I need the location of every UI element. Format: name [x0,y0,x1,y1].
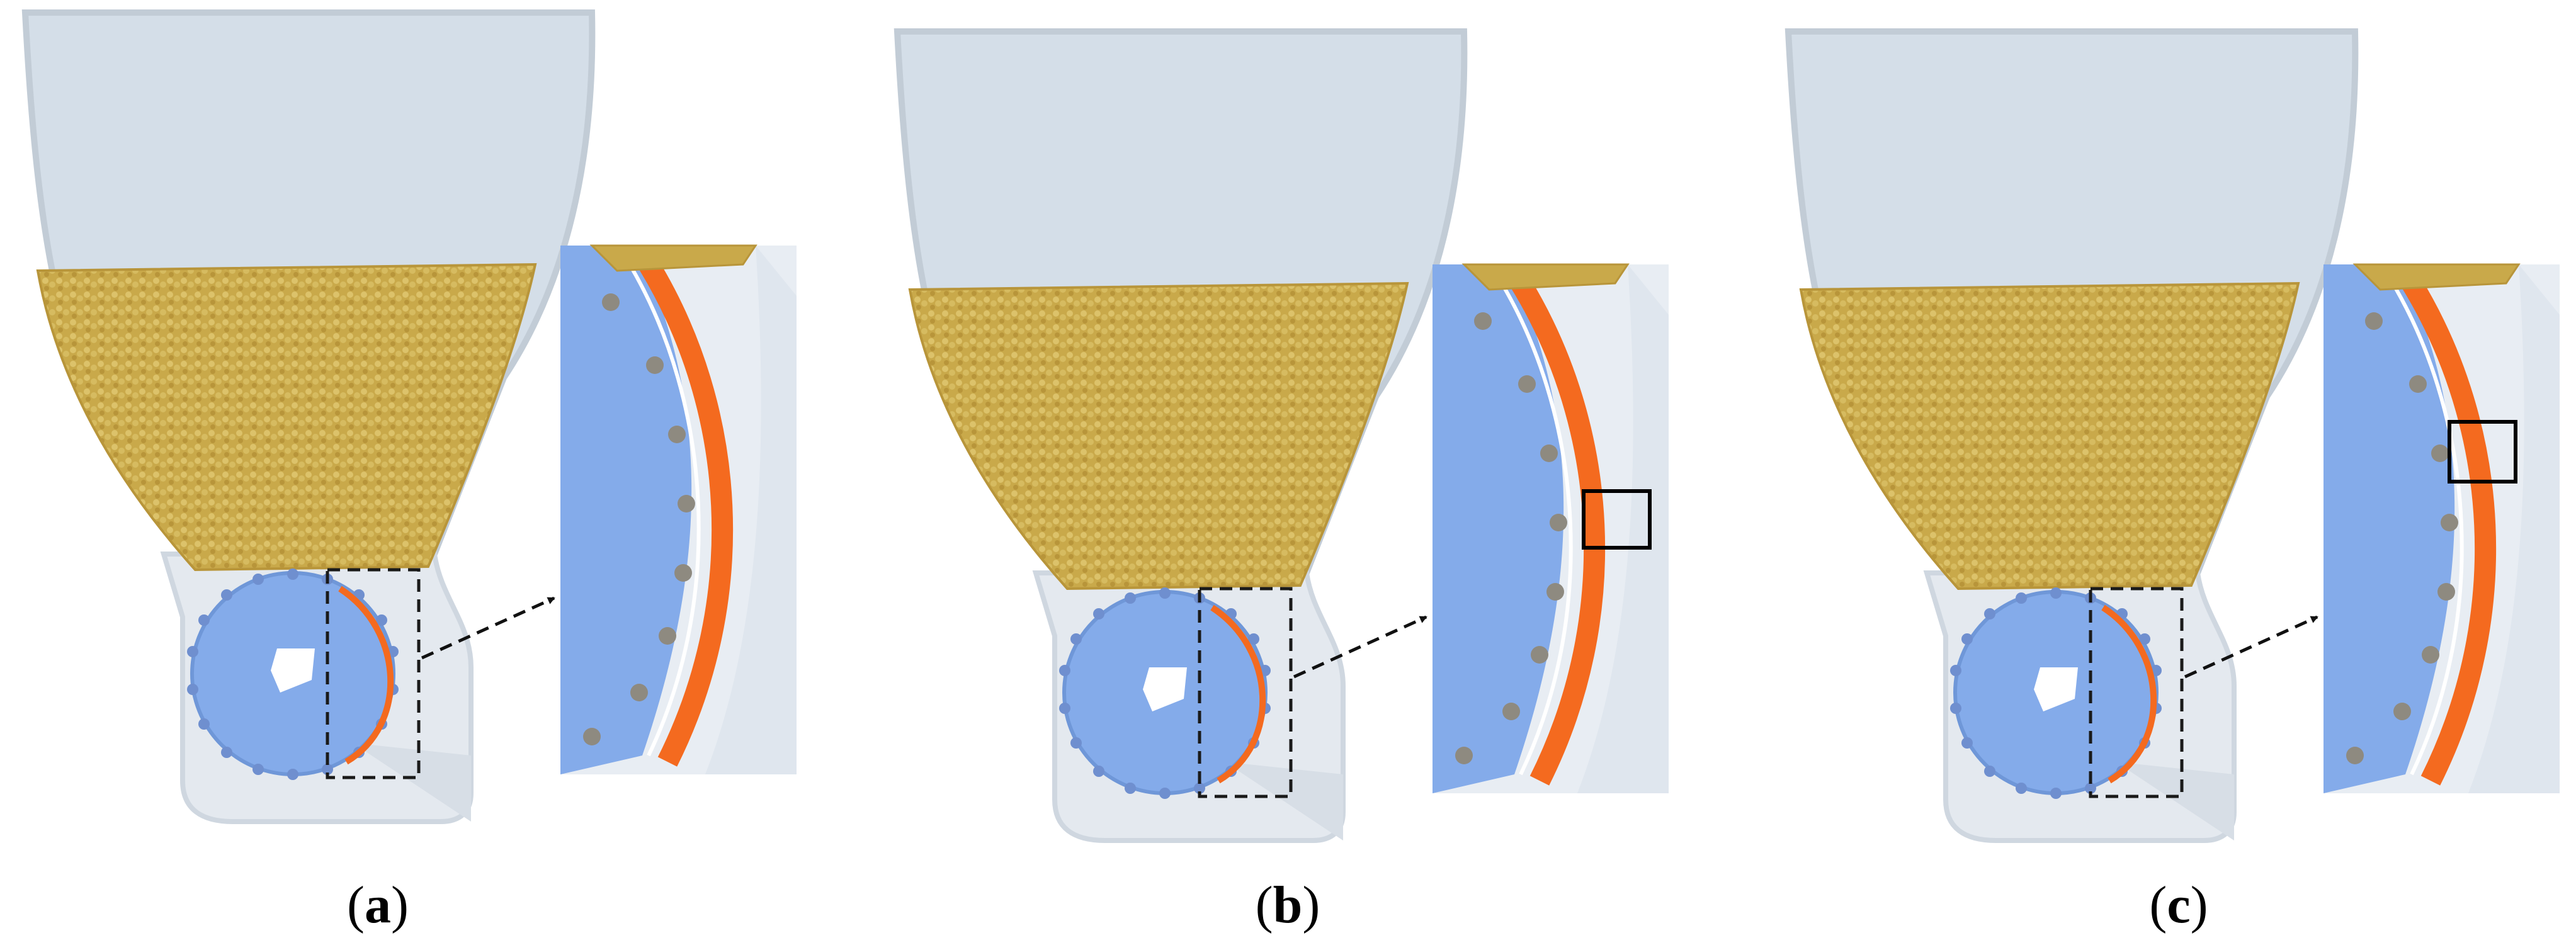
highlight-box-b [1582,489,1652,550]
panel-label-b: (b) [1256,876,1320,934]
panel-label-a: (a) [347,876,409,934]
panel-c [1788,31,2560,840]
panel-b [897,31,1669,840]
highlight-box-c [2448,420,2517,484]
panel-a [25,13,797,822]
panel-label-c: (c) [2149,876,2208,934]
